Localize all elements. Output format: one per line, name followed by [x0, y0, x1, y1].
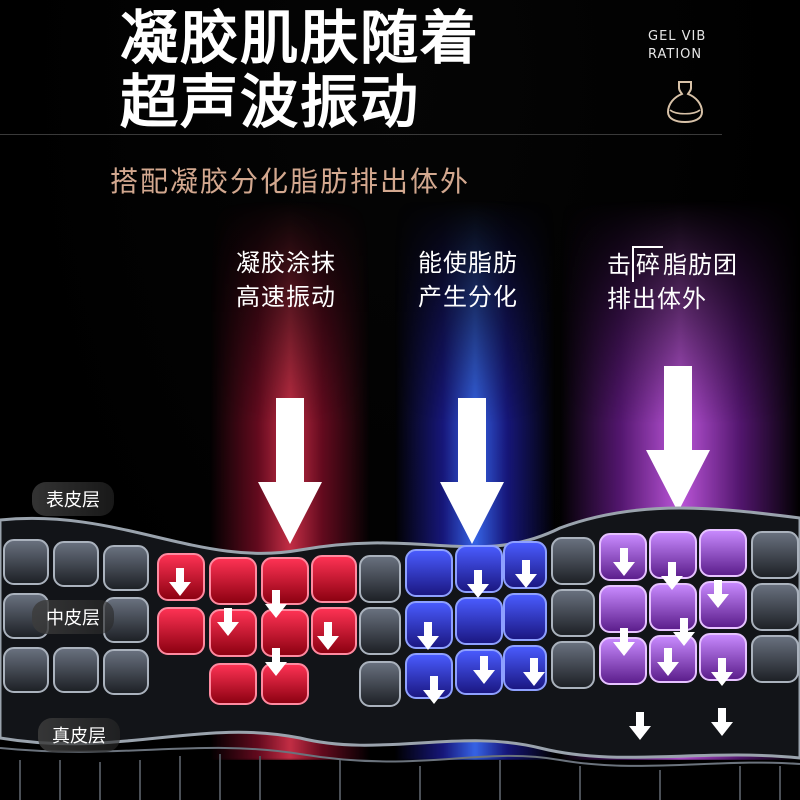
- step-1-line-1: 凝胶涂抹: [236, 249, 336, 277]
- step-3-box: 碎: [632, 246, 663, 282]
- dermis-fibers: [19, 754, 781, 800]
- skin-layers-diagram: [0, 506, 800, 800]
- step-2-line-2: 产生分化: [418, 283, 518, 311]
- red-cells: [157, 553, 357, 705]
- step-2-arrow-icon: [440, 398, 504, 544]
- epidermis-label: 表皮层: [32, 482, 114, 516]
- step-3-arrow-icon: [646, 366, 710, 512]
- gray-cells-left: [3, 539, 149, 695]
- page-title: 凝胶肌肤随着 超声波振动: [120, 6, 480, 134]
- step-2-line-1: 能使脂肪: [418, 249, 518, 277]
- step-3-post: 脂肪团: [663, 251, 738, 279]
- title-line-2: 超声波振动: [120, 68, 421, 136]
- small-arrows: [169, 548, 733, 740]
- subtitle: 搭配凝胶分化脂肪排出体外: [110, 165, 471, 198]
- step-3-line-1: 击碎脂肪团: [607, 246, 738, 282]
- step-3-line-2: 排出体外: [607, 285, 707, 313]
- title-line-1: 凝胶肌肤随着: [120, 4, 481, 72]
- true-dermis-label: 真皮层: [38, 718, 120, 752]
- brand-line-2: RATION: [648, 47, 703, 62]
- step-1-line-2: 高速振动: [236, 283, 336, 311]
- middle-dermis-label: 中皮层: [32, 600, 114, 634]
- step-1-arrow-icon: [258, 398, 322, 544]
- step-3-label: 击碎脂肪团 排出体外: [607, 246, 738, 316]
- gray-cells-right: [551, 531, 799, 689]
- step-3-pre: 击: [607, 251, 632, 279]
- gel-bottle-icon: [666, 81, 704, 124]
- brand-block: GEL VIB RATION: [648, 28, 708, 124]
- header-divider: [0, 134, 722, 135]
- step-1-label: 凝胶涂抹 高速振动: [236, 246, 336, 314]
- step-2-label: 能使脂肪 产生分化: [418, 246, 518, 314]
- gray-cells-middle: [359, 555, 401, 707]
- brand-line-1: GEL VIB: [648, 29, 707, 44]
